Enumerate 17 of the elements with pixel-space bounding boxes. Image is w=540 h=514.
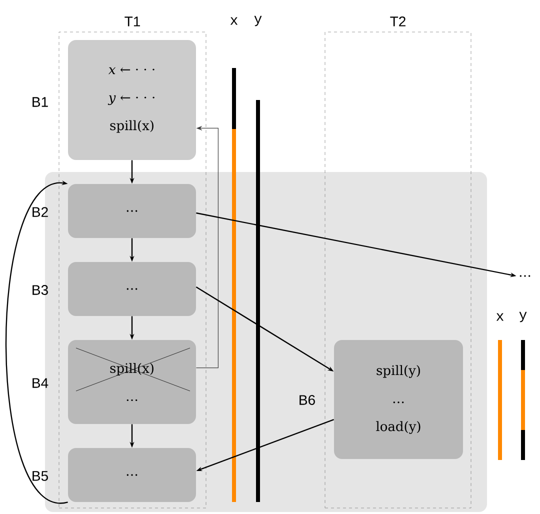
continuation-dots: … [520,275,530,277]
block-box: … [68,184,196,238]
block-label: B4 [32,378,48,388]
block-label: B3 [32,285,48,295]
variable-label: x [230,17,238,25]
block-label: B2 [32,207,48,217]
block-label: B1 [32,97,48,107]
block-label: B6 [300,395,315,405]
variable-label: x [496,313,504,321]
block-label: B5 [32,471,48,481]
variable-label: y [519,312,527,322]
arrow [5,180,68,503]
variable-label: y [254,16,262,26]
block-box: x ← · · · y ← · · · spill(x) [68,40,196,160]
block-box: spill(y) … load(y) [334,340,463,459]
block-box: … [68,448,196,502]
block-box: … [68,262,196,316]
